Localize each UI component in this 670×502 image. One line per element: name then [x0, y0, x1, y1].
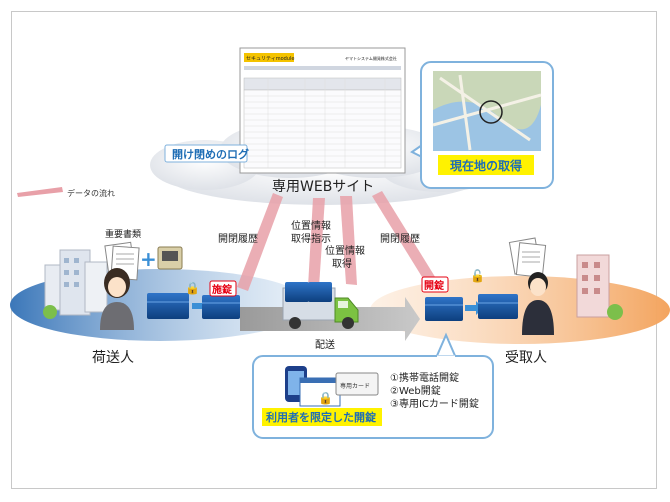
legend-flow-arrow	[17, 187, 63, 197]
receiver-building	[576, 254, 623, 320]
diagram-frame	[11, 11, 657, 489]
sender-case-2	[202, 295, 240, 319]
log-label-badge	[164, 144, 248, 163]
flow-label-location-get-2: 取得	[332, 258, 352, 270]
unlock-method-2: ②Web開錠	[390, 384, 441, 397]
ic-card-icon: 専用カード	[335, 372, 379, 396]
lock-badge	[209, 280, 237, 297]
receiver-person	[522, 272, 554, 335]
lock-badge-label: 施錠	[212, 283, 232, 296]
flow-label-location-get-1: 位置情報	[325, 244, 365, 257]
delivery-truck	[282, 282, 359, 329]
screen-logo: セキュリティmodule	[246, 56, 294, 62]
sender-case-1	[147, 293, 189, 319]
flow-arrow-history-right	[372, 191, 437, 285]
sender-person	[100, 268, 134, 330]
unlock-badge	[421, 276, 449, 293]
receiver-name: 受取人	[505, 350, 547, 366]
flow-label-history-left: 開閉履歴	[218, 233, 258, 245]
receiver-documents-icon	[508, 237, 547, 278]
card-label: 専用カード	[340, 382, 370, 390]
flow-label-location-instruction-2: 取得指示	[291, 232, 331, 245]
padlock-icon-sender: 🔒	[185, 281, 200, 295]
unlock-method-3: ③専用ICカード開錠	[390, 397, 479, 410]
sender-building	[43, 249, 108, 319]
padlock-icon-receiver: 🔓	[470, 269, 485, 283]
transport-label: 配送	[315, 338, 335, 351]
sender-name: 荷送人	[92, 350, 134, 366]
log-label: 開け閉めのログ	[172, 147, 249, 161]
flow-label-history-right: 開閉履歴	[380, 233, 420, 245]
plus-icon: +	[140, 247, 157, 271]
cloud-title: 専用WEBサイト	[272, 179, 374, 195]
unlock-box-badge	[262, 408, 382, 426]
padlock-icon-box: 🔒	[318, 391, 333, 405]
map-callout: 現在地の取得	[410, 61, 554, 189]
web-screen: セキュリティmodule ヤマトシステム開発株式会社	[239, 47, 406, 174]
receiver-case-2	[478, 294, 518, 319]
unlock-method-1: ①携帯電話開錠	[390, 371, 459, 384]
receiver-case-1	[425, 297, 463, 321]
screen-company: ヤマトシステム開発株式会社	[345, 55, 397, 61]
docs-label: 重要書類	[105, 228, 141, 240]
receiver-ground	[370, 276, 670, 344]
flow-arrow-history-left	[237, 193, 283, 291]
web-window-icon	[299, 377, 341, 407]
device-icon	[157, 246, 183, 270]
flow-arrow-location-instruction	[308, 198, 325, 287]
flow-label-location-instruction-1: 位置情報	[291, 219, 331, 232]
legend-flow-label: データの流れ	[67, 188, 115, 198]
map-callout-label: 現在地の取得	[450, 158, 522, 173]
flow-arrow-location-get	[340, 196, 357, 285]
unlock-badge-label: 開錠	[424, 279, 444, 292]
unlock-box-badge-label: 利用者を限定した開錠	[266, 410, 377, 424]
